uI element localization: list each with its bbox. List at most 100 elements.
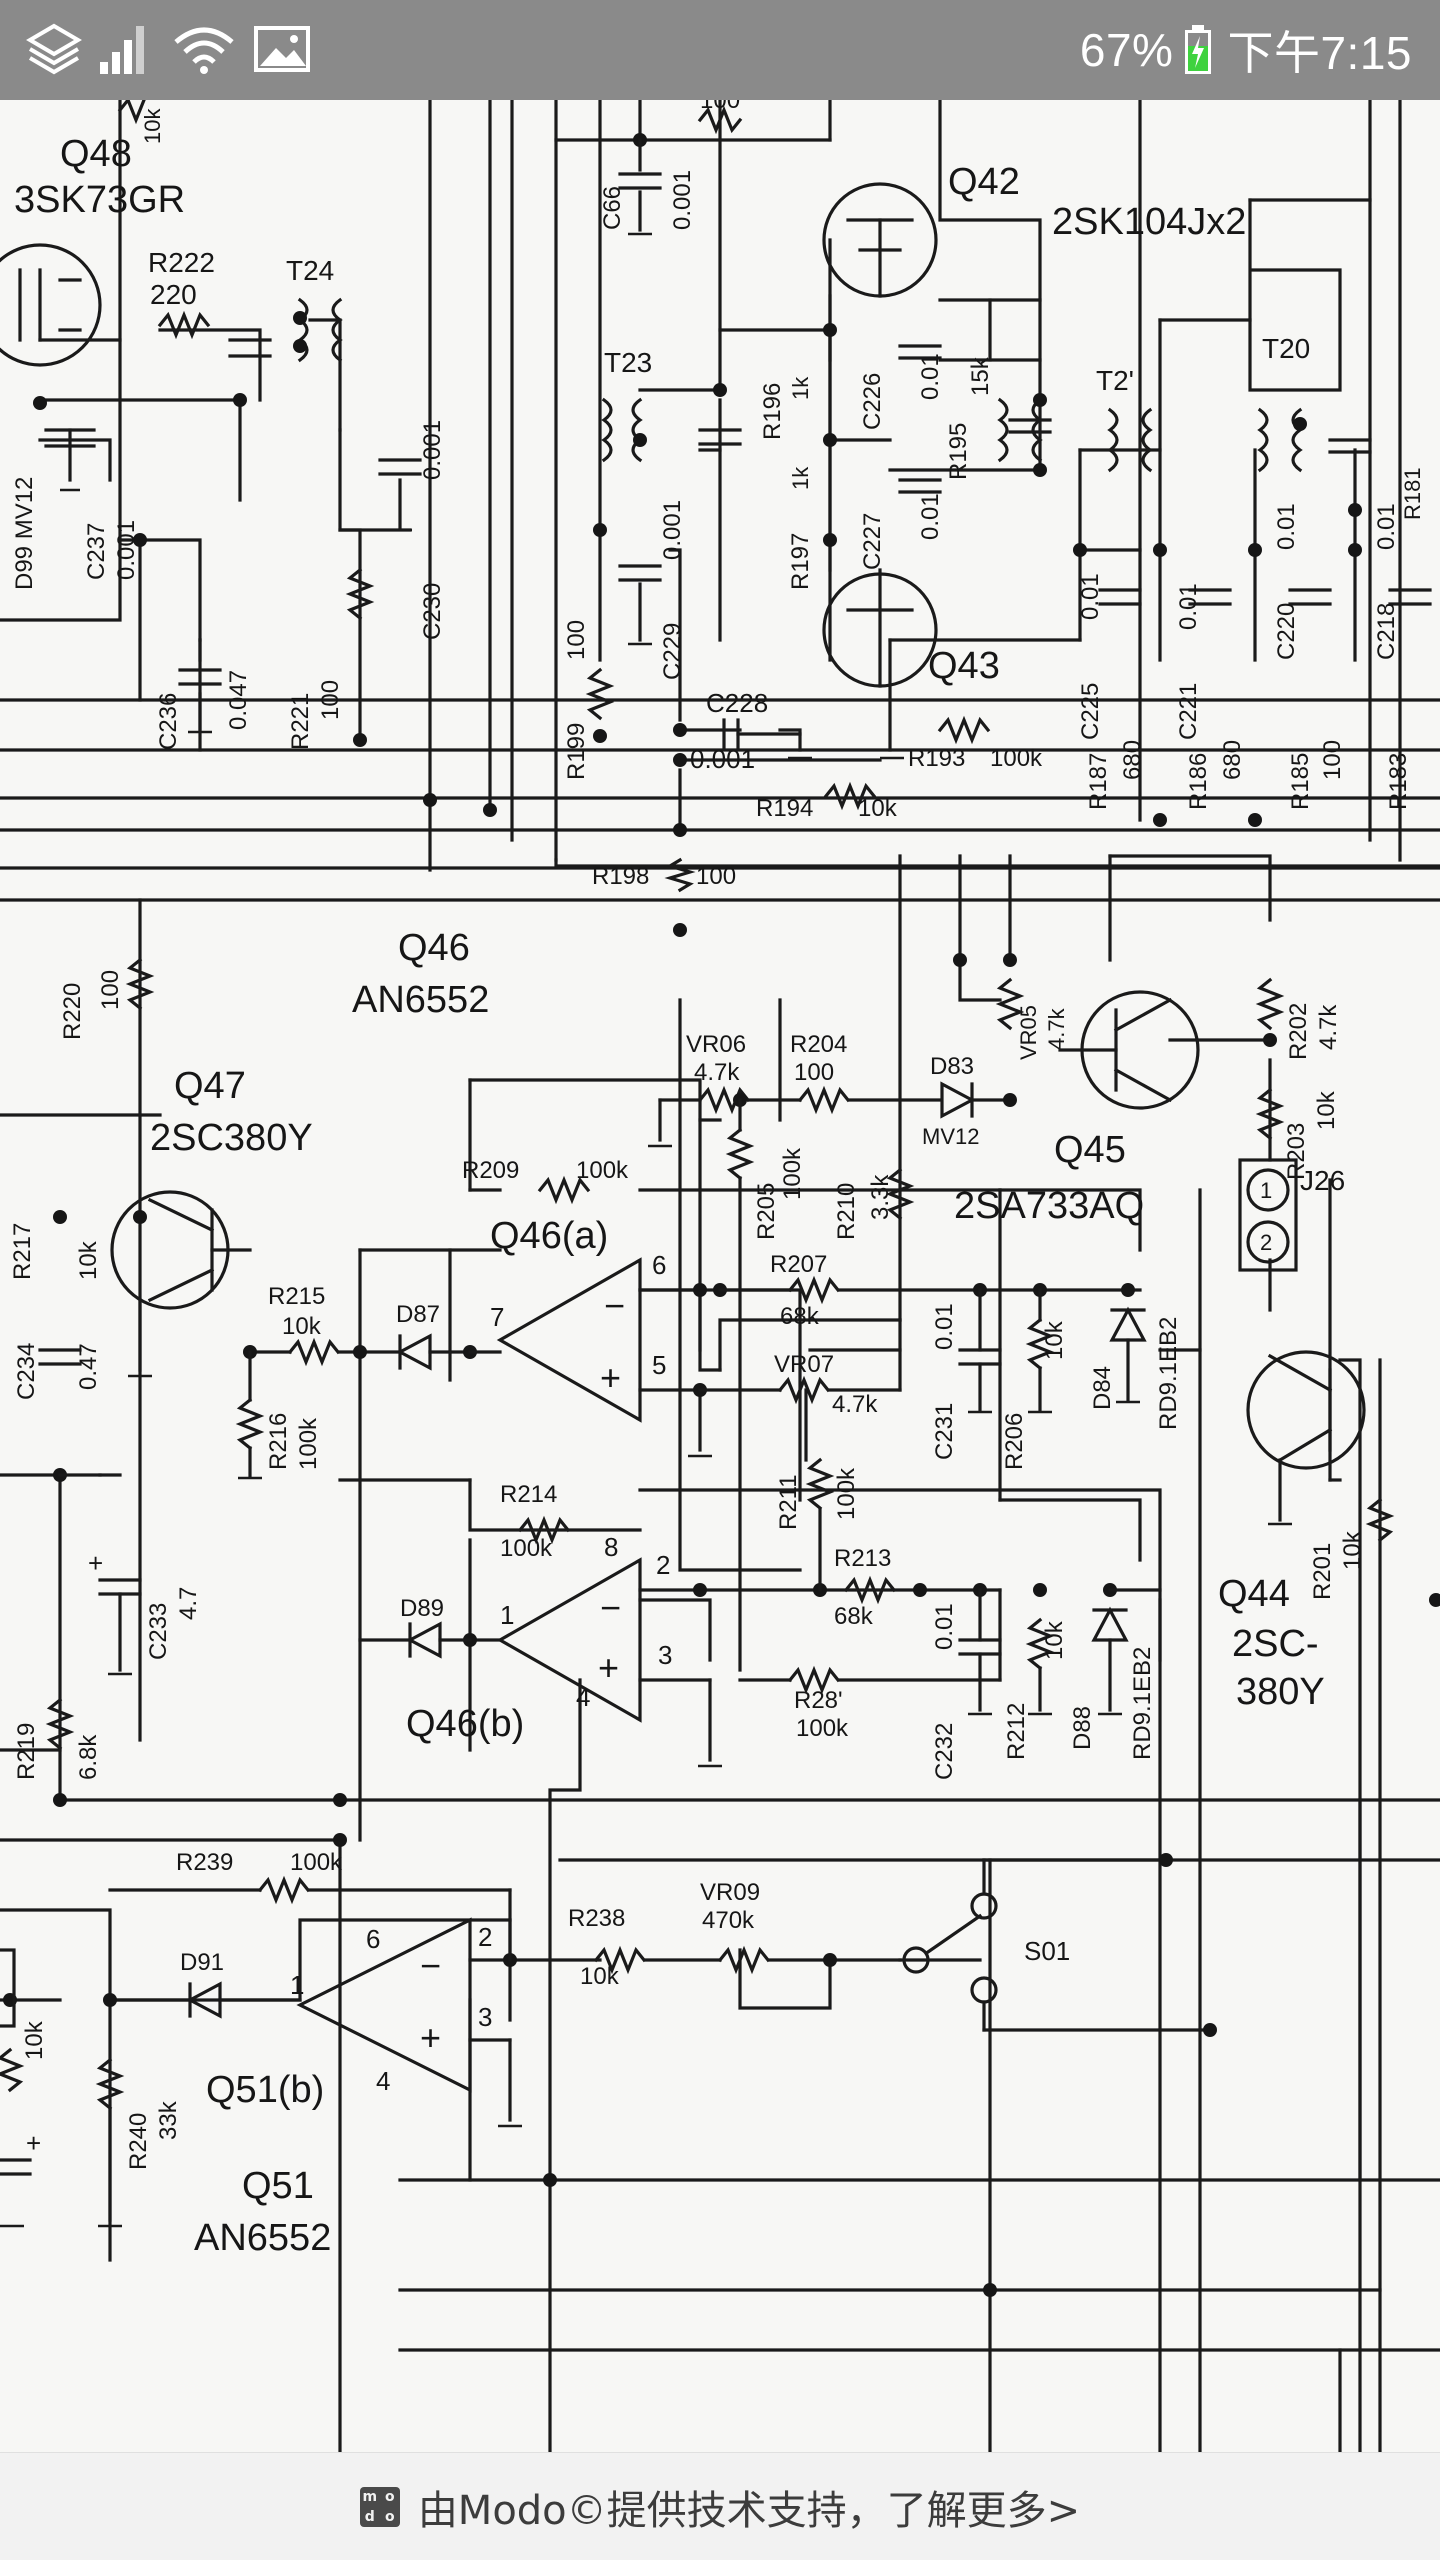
r215-r216-d87: R215 10k R216 100k D87 [235,1283,477,1480]
q48-mosfet: Q48 3SK73GR [0,133,185,367]
q46-label: Q46 [398,927,470,969]
c236-label: C236 [155,693,182,750]
d84-label: D84 [1089,1366,1116,1410]
r213-value: 68k [834,1603,874,1630]
top-wires [0,100,1440,902]
d91-label: D91 [180,1949,224,1976]
r-left-top-value: 10k [140,108,165,144]
d83-value: MV12 [922,1124,979,1149]
r181-partial: R181 [1400,467,1425,520]
svg-text:+: + [598,1647,619,1688]
footer-link[interactable]: 由Modo©提供技术支持，了解更多> [417,2488,1081,2534]
c227-label: C227 [859,513,886,570]
svg-text:+: + [88,1548,103,1578]
pin-3: 3 [658,1640,672,1670]
r239-label: R239 [176,1849,233,1876]
d84-value: RD9.1EB2 [1155,1317,1182,1430]
r185-value: 100 [1319,740,1346,780]
c66: C66 0.001 100 10k [117,100,743,236]
r214: R214 100k [500,1481,571,1562]
t23-label: T23 [604,347,652,378]
r28-label: R28' [794,1687,843,1714]
r212-value: 10k [1041,1620,1068,1660]
right-bank: C225 0.01 C221 0.01 C220 0.01 C218 0.01 … [1073,503,1432,827]
r220-value: 100 [97,970,124,1010]
r28-value: 100k [796,1715,849,1742]
r183-label: R183 [1385,753,1412,810]
c220-label: C220 [1273,603,1300,660]
pin-4: 4 [576,1682,590,1712]
r221: R221 100 [287,567,375,750]
t23: T23 [601,347,742,463]
r194-value: 10k [858,795,898,822]
svg-text:+: + [26,2128,41,2158]
q42-part: 2SK104Jx2 [1052,201,1246,243]
s01-label: S01 [1024,1936,1070,1966]
q46b-opamp: Q46(b) 8 2 1 3 4 − + [406,1532,1002,1768]
r216-label: R216 [265,1413,292,1470]
j26-label: J26 [1300,1165,1345,1196]
r199-label: R199 [563,723,590,780]
svg-text:−: − [604,1285,625,1326]
q51-label: Q51 [242,2165,314,2207]
r209: R209 100k [462,1157,629,1205]
r195-label: R195 [945,423,972,480]
r221-value: 100 [317,680,344,720]
q46-part: AN6552 [352,979,489,1021]
vr05-label: VR05 [1016,1005,1041,1060]
r210-value: 3.3k [867,1174,894,1220]
q44-transistor: R201 10k Q44 2SC- 380Y [1218,1350,1440,1713]
schematic-image: Q48 3SK73GR R222 220 T24 [0,100,1440,2452]
r240: R240 33k [95,2057,182,2228]
q45-part: 2SA733AQ [954,1185,1144,1227]
c226-label: C226 [859,373,886,430]
c232-value: 0.01 [931,1603,958,1650]
q51b-pin-4: 4 [376,2066,390,2096]
q51b-opamp: Q51(b) 6 2 1 3 4 − + Q51 AN6552 [194,1917,602,2259]
q48-part: 3SK73GR [14,179,185,221]
c226-value: 0.01 [917,353,944,400]
c231-value: 0.01 [931,1303,958,1350]
vr09-label: VR09 [700,1879,760,1906]
d88-value: RD9.1EB2 [1129,1647,1156,1760]
r240-value: 33k [155,2100,182,2140]
c220-value: 0.01 [1273,503,1300,550]
battery-charging-icon [1185,25,1212,74]
battery-percent: 67% [1079,24,1174,76]
r219-label: R219 [13,1723,40,1780]
c229-value: 0.001 [659,500,686,560]
footer-bar[interactable]: m o d o 由Modo©提供技术支持，了解更多> [0,2452,1440,2560]
q42-q43-fets: Q42 2SK104Jx2 Q43 R196 1k R197 1k C226 0… [759,161,1246,688]
q45-label: Q45 [1054,1129,1126,1171]
r185-label: R185 [1287,753,1314,810]
sim-stack-icon [26,23,82,75]
document-viewer[interactable]: Q48 3SK73GR R222 220 T24 [0,100,1440,2452]
q47-part: 2SC380Y [150,1117,313,1159]
q47-transistor: Q47 2SC380Y R217 10k C234 0.47 [9,1065,313,1400]
r207-value: 68k [780,1303,820,1330]
c230-value: 0.001 [419,420,446,480]
q51b-pin-6: 6 [366,1924,380,1954]
r205-label: R205 [753,1183,780,1240]
r239-value: 100k [290,1849,343,1876]
q46a-label: Q46(a) [490,1215,608,1257]
vr05-value: 4.7k [1044,1007,1069,1050]
r199-value: 100 [563,620,590,660]
d87-label: D87 [396,1301,440,1328]
r209-value: 100k [576,1157,629,1184]
r207-label: R207 [770,1251,827,1278]
q44-part-1: 2SC- [1232,1623,1319,1665]
c231-label: C231 [931,1403,958,1460]
c231-r206-d84: C231 0.01 R206 10k D84 RD9.1EB2 [931,1283,1182,1470]
c228-r193-r194-r198: C228 0.001 R193 100k R194 10k R198 100 [592,638,1043,937]
q46b-label: Q46(b) [406,1703,524,1745]
s01-switch: S01 [333,1833,1217,2297]
c218-value: 0.01 [1373,503,1400,550]
image-icon [254,26,310,72]
r214-label: R214 [500,1481,557,1508]
r205-value: 100k [779,1147,806,1200]
r221-label: R221 [287,693,314,750]
c221-label: C221 [1175,683,1202,740]
left-bottom-parts: 10k + [0,1948,48,2228]
